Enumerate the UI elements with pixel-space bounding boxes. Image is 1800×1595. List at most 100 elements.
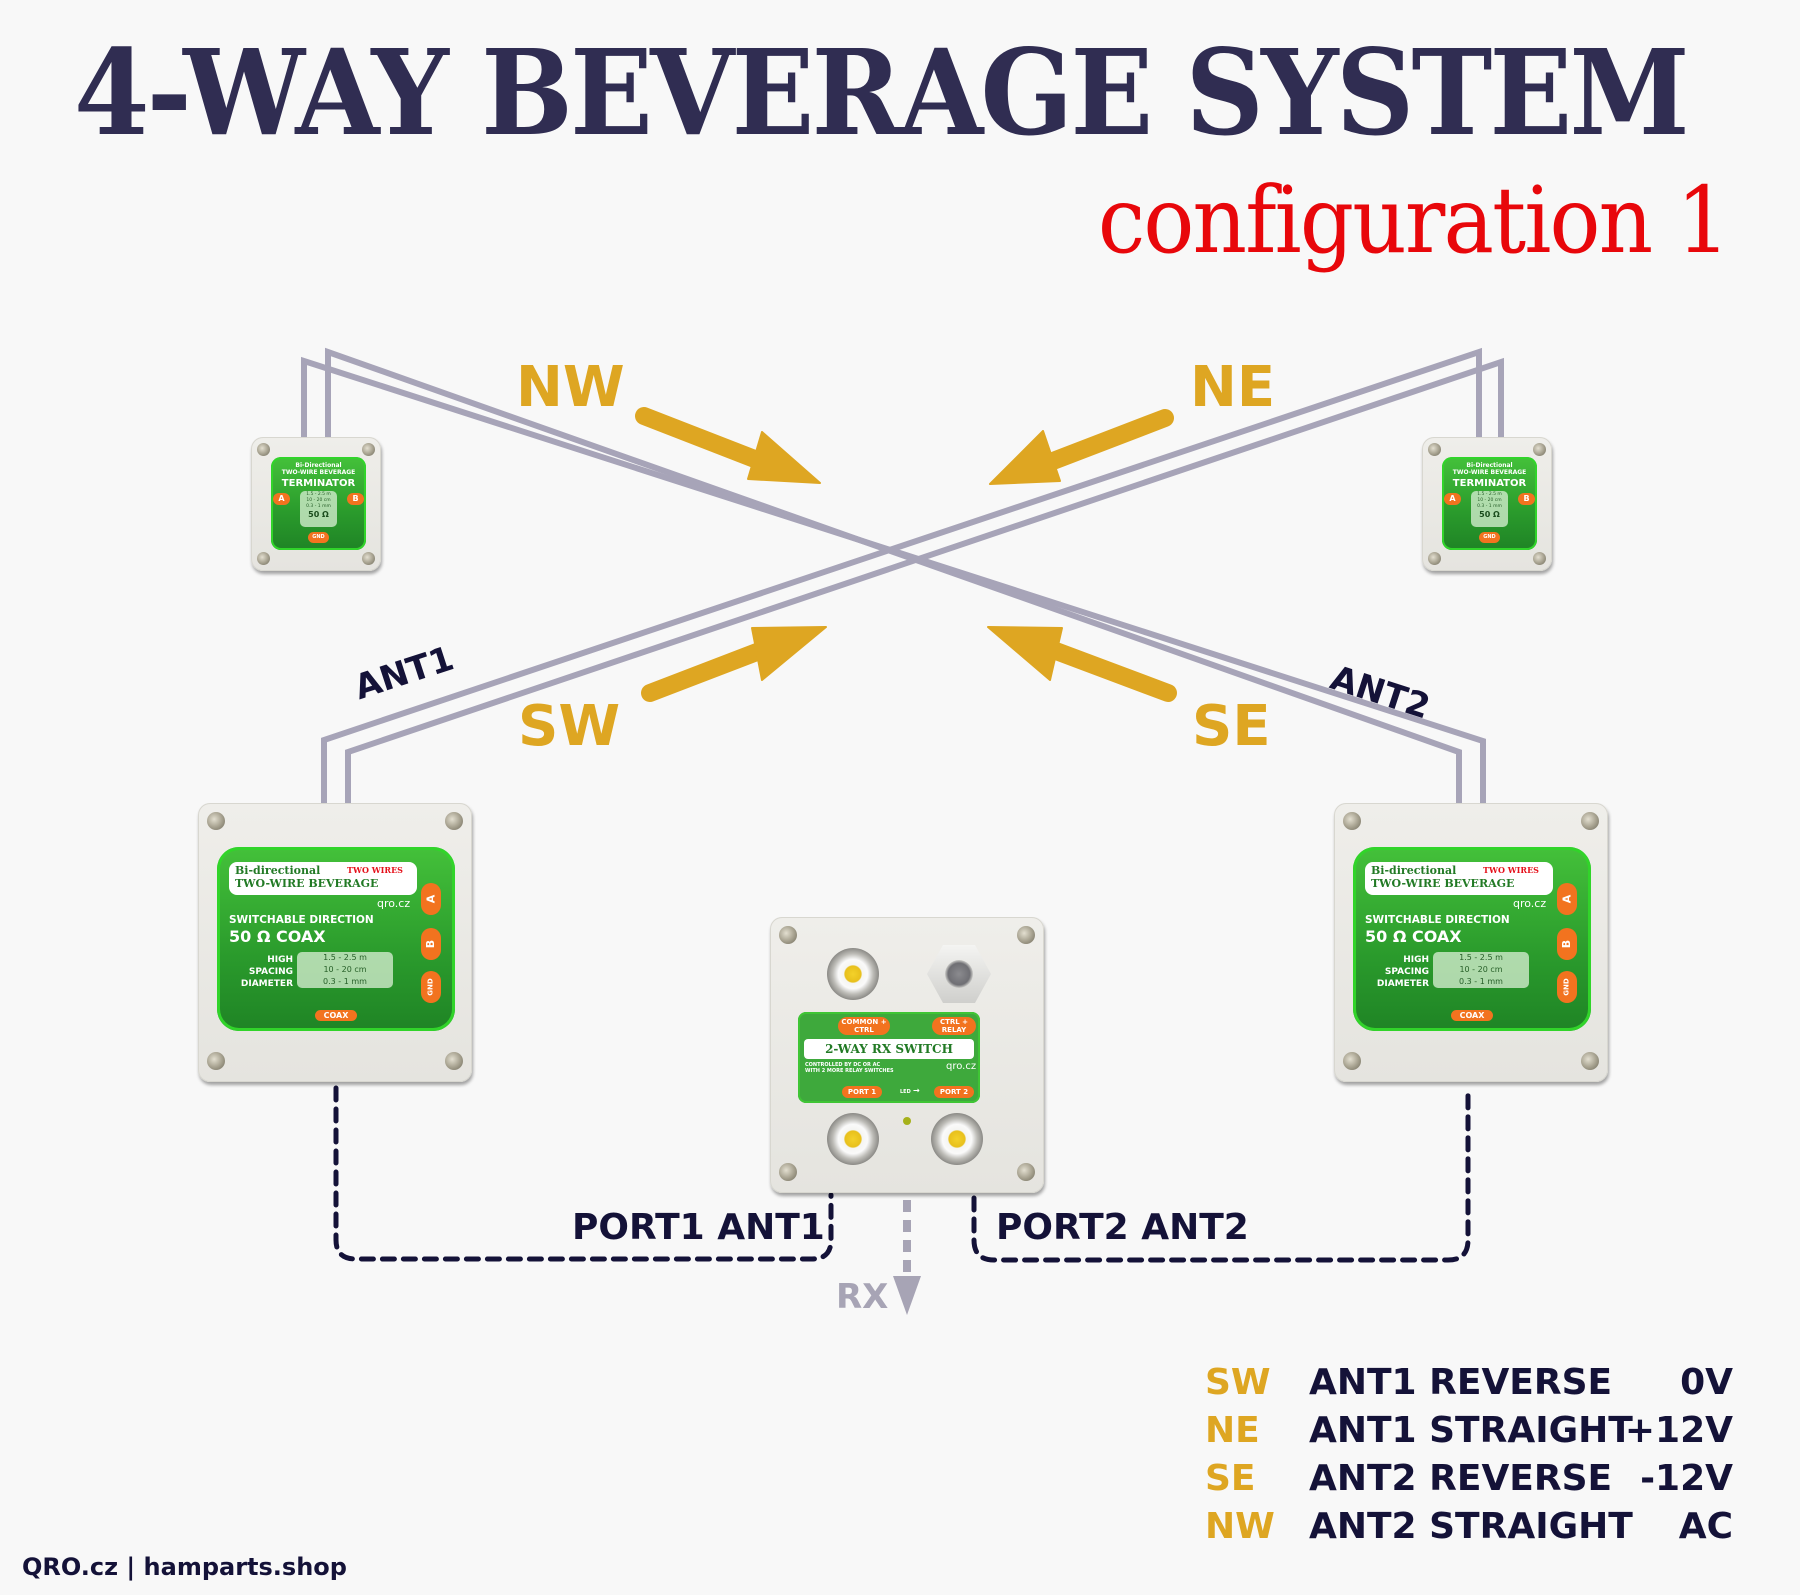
- pin-b: B: [423, 939, 437, 949]
- spec-value: 0.3 - 1 mm: [323, 977, 367, 986]
- legend-direction: NW: [1205, 1506, 1275, 1547]
- screw-icon: [1017, 1163, 1035, 1181]
- legend-row: NE ANT1 STRAIGHT +12V: [1205, 1410, 1733, 1458]
- screw-icon: [779, 1163, 797, 1181]
- legend-voltage: 0V: [1680, 1362, 1733, 1403]
- pin-b: B: [347, 493, 364, 505]
- screw-icon: [362, 443, 375, 456]
- link-label-left: PORT1 ANT1: [572, 1207, 825, 1248]
- direction-label-se: SE: [1192, 694, 1271, 759]
- screw-icon: [362, 552, 375, 565]
- page-subtitle: configuration 1: [1097, 167, 1729, 274]
- pin-a: A: [1444, 493, 1461, 505]
- screw-icon: [207, 812, 225, 830]
- legend-description: ANT2 REVERSE: [1309, 1458, 1613, 1499]
- port2-pill: PORT 2: [934, 1086, 974, 1098]
- port2-connector: [931, 1113, 983, 1165]
- unit-tag: TWO WIRES: [1483, 865, 1539, 875]
- spec-spacing: 10 - 20 cm: [1477, 498, 1502, 503]
- pin-b: B: [1518, 493, 1535, 505]
- legend-description: ANT2 STRAIGHT: [1309, 1506, 1633, 1547]
- legend-description: ANT1 REVERSE: [1309, 1362, 1613, 1403]
- screw-icon: [1428, 443, 1441, 456]
- unit-tag: TWO WIRES: [347, 865, 403, 875]
- page-title: 4-WAY BEVERAGE SYSTEM: [74, 23, 1690, 162]
- spec-value: 10 - 20 cm: [323, 965, 367, 974]
- pin-a: A: [1559, 894, 1573, 904]
- arrow-se: [987, 626, 1177, 702]
- terminator-line1: Bi-Directional: [1466, 462, 1513, 469]
- terminator-name: TERMINATOR: [1452, 478, 1527, 489]
- legend-row: SW ANT1 REVERSE 0V: [1205, 1362, 1733, 1410]
- brand-logo: qro.cz: [1513, 897, 1547, 910]
- unit-line1: Bi-directional: [235, 864, 321, 877]
- legend-voltage: +12V: [1624, 1410, 1733, 1451]
- spec-value: 1.5 - 2.5 m: [1459, 953, 1503, 962]
- ant1-wire-a: [321, 347, 1482, 803]
- pin-b: B: [1559, 939, 1573, 949]
- screw-icon: [1343, 812, 1361, 830]
- brand-logo: qro.cz: [377, 897, 411, 910]
- legend-voltage: AC: [1678, 1506, 1733, 1547]
- led-arrow-icon: →: [913, 1086, 920, 1095]
- arrow-nw: [635, 407, 821, 484]
- switch-note1: CONTROLLED BY DC OR AC: [805, 1062, 881, 1068]
- screw-icon: [1581, 812, 1599, 830]
- spec-height: 1.5 - 2.5 m: [306, 492, 331, 497]
- pin-a: A: [273, 493, 290, 505]
- brand-logo: qro.cz: [946, 1061, 977, 1072]
- beverage-unit-ant2: Bi-directional TWO-WIRE BEVERAGE TWO WIR…: [1334, 803, 1608, 1082]
- screw-icon: [445, 812, 463, 830]
- unit-feature: SWITCHABLE DIRECTION: [1365, 914, 1510, 926]
- legend-voltage: -12V: [1640, 1458, 1733, 1499]
- switch-note2: WITH 2 MORE RELAY SWITCHES: [805, 1068, 894, 1074]
- pin-gnd: GND: [308, 532, 329, 543]
- legend-row: NW ANT2 STRAIGHT AC: [1205, 1506, 1733, 1554]
- ant2-wire-b: [325, 347, 1462, 803]
- legend-direction: SW: [1205, 1362, 1271, 1403]
- rx-arrow: [893, 1200, 921, 1315]
- spec-diameter: 0.3 - 1 mm: [1477, 504, 1502, 509]
- screw-icon: [1533, 443, 1546, 456]
- pin-gnd: GND: [1562, 978, 1571, 996]
- spec-value: 0.3 - 1 mm: [1459, 977, 1503, 986]
- rx-label: RX: [836, 1277, 889, 1317]
- pin-gnd: GND: [1479, 532, 1500, 543]
- spec-spacing: 10 - 20 cm: [306, 498, 331, 503]
- coax-pill: COAX: [315, 1010, 357, 1021]
- screw-icon: [1343, 1052, 1361, 1070]
- unit-coax: 50 Ω COAX: [1365, 927, 1462, 946]
- impedance: 50 Ω: [1479, 510, 1500, 519]
- unit-line2: TWO-WIRE BEVERAGE: [1371, 877, 1515, 890]
- coax-pill: COAX: [1451, 1010, 1493, 1021]
- terminator-right: Bi-Directional TWO-WIRE BEVERAGE TERMINA…: [1422, 437, 1552, 571]
- unit-feature: SWITCHABLE DIRECTION: [229, 914, 374, 926]
- screw-icon: [257, 552, 270, 565]
- port1-pill: PORT 1: [842, 1086, 882, 1098]
- ant1-wire-b: [345, 357, 1504, 803]
- port1-connector: [827, 1113, 879, 1165]
- link-port1-ant1: [333, 1085, 834, 1262]
- arrow-sw: [641, 626, 827, 702]
- terminator-line1: Bi-Directional: [295, 462, 342, 469]
- screw-icon: [1533, 552, 1546, 565]
- terminator-name: TERMINATOR: [281, 478, 356, 489]
- impedance: 50 Ω: [308, 510, 329, 519]
- legend-direction: SE: [1205, 1458, 1256, 1499]
- screw-icon: [779, 926, 797, 944]
- screw-icon: [1017, 926, 1035, 944]
- terminator-line2: TWO-WIRE BEVERAGE: [281, 469, 356, 476]
- spec-label: SPACING: [1384, 967, 1429, 977]
- footer-credit: QRO.cz | hamparts.shop: [22, 1553, 347, 1581]
- legend-direction: NE: [1205, 1410, 1260, 1451]
- direction-label-sw: SW: [518, 694, 621, 759]
- spec-label: HIGH: [1403, 955, 1429, 965]
- spec-value: 1.5 - 2.5 m: [323, 953, 367, 962]
- rx-switch: COMMON + CTRL CTRL + RELAY 2-WAY RX SWIT…: [770, 917, 1044, 1193]
- switch-name: 2-WAY RX SWITCH: [825, 1042, 953, 1056]
- screw-icon: [257, 443, 270, 456]
- legend-description: ANT1 STRAIGHT: [1309, 1410, 1633, 1451]
- common-ctrl-pill: COMMON + CTRL: [838, 1017, 890, 1035]
- direction-label-nw: NW: [516, 355, 625, 420]
